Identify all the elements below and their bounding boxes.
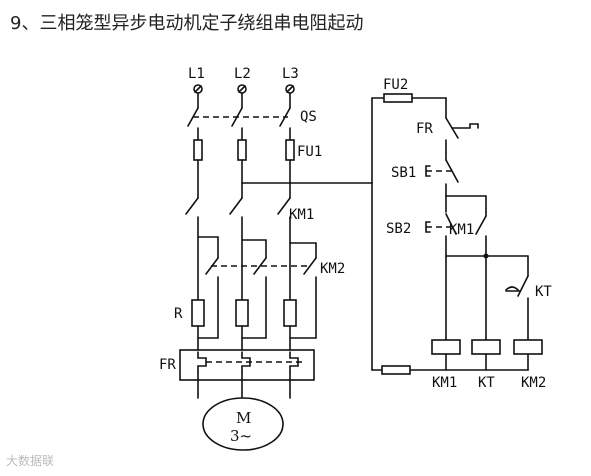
watermark: 大数据联 [6,454,55,468]
motor [202,397,284,451]
label-L3: L3 [282,66,299,82]
label-SB1: SB1 [391,165,416,181]
control-return-wire [371,182,411,375]
label-QS: QS [300,109,317,125]
label-L2: L2 [234,66,251,82]
km1-aux-contact [475,211,487,257]
sb2-start-button [425,195,457,257]
label-M-sub: 3~ [230,427,252,445]
label-coil-KM2: KM2 [521,375,546,391]
qs-switch [187,92,291,141]
fu1-fuses [193,139,295,199]
label-KM1-aux: KM1 [449,222,474,238]
label-R: R [174,306,183,322]
label-FR-ctrl: FR [416,121,433,137]
sb1-stop-button [425,151,459,197]
label-M: M [236,409,251,427]
fu2-fuse [383,93,413,103]
fr-nc-contact [445,117,479,153]
label-KM2-main: KM2 [320,261,345,277]
coils [409,339,543,371]
diagram-title: 9、三相笼型异步电动机定子绕组串电阻起动 [10,13,364,34]
label-FU2: FU2 [383,77,408,93]
label-FU1: FU1 [297,144,322,160]
label-SB2: SB2 [386,221,411,237]
label-L1: L1 [188,66,205,82]
label-coil-KT: KT [478,375,495,391]
km1-main-contacts [185,197,291,301]
km1-aux-branch-top [445,195,487,213]
starting-resistors [191,299,297,353]
fr-thermal-relay [179,349,315,399]
km2-bypass-contacts [197,236,317,339]
label-coil-KM1: KM1 [432,375,457,391]
label-FR-main: FR [159,357,176,373]
label-KM1-main: KM1 [289,207,314,223]
label-KT-contact: KT [535,284,552,300]
supply-terminals [193,84,295,94]
kt-delay-contact [505,275,529,341]
